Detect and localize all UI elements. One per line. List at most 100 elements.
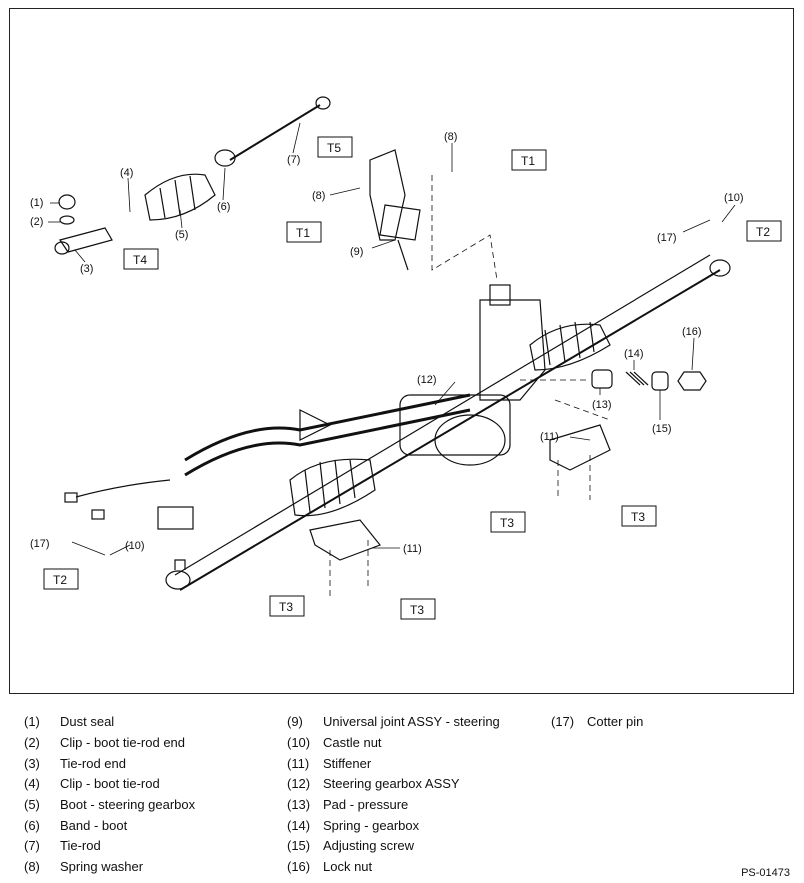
tie-rod-end-body xyxy=(59,227,113,253)
connector-left xyxy=(64,492,78,503)
callout-8-upper: (8) xyxy=(444,131,457,143)
callout-11-left: (11) xyxy=(403,543,422,555)
callout-5: (5) xyxy=(175,229,188,241)
legend-item: (14)Spring - gearbox xyxy=(287,818,420,833)
diagram-frame xyxy=(9,8,794,694)
left-tie-rod-end xyxy=(165,570,191,590)
right-boot-ribs xyxy=(544,321,595,366)
left-boot-ribs xyxy=(304,459,356,513)
svg-text:T4: T4 xyxy=(133,253,147,267)
parts-legend: (1)Dust seal (2)Clip - boot tie-rod end … xyxy=(0,708,804,883)
legend-item: (16)Lock nut xyxy=(287,859,373,874)
legend-item: (15)Adjusting screw xyxy=(287,838,415,853)
callout-16: (16) xyxy=(682,326,702,338)
callout-17-right: (17) xyxy=(657,232,677,244)
pipe-upper xyxy=(184,408,471,477)
universal-joint-body xyxy=(369,149,406,241)
gearbox-body xyxy=(399,394,511,456)
torque-box-t3-c: T3 xyxy=(269,595,305,617)
legend-item: (5)Boot - steering gearbox xyxy=(24,797,196,812)
tie-rod-shaft xyxy=(229,104,321,161)
legend-item: (9)Universal joint ASSY - steering xyxy=(287,714,500,729)
clip-tie-rod-end xyxy=(59,215,75,225)
callout-10-right: (10) xyxy=(724,192,744,204)
figure-code: PS-01473 xyxy=(741,867,790,879)
right-tie-rod-end xyxy=(709,259,731,277)
legend-item: (11)Stiffener xyxy=(287,756,372,771)
callout-8-lower: (8) xyxy=(312,190,325,202)
gearbox-spring xyxy=(625,371,649,386)
legend-item: (17)Cotter pin xyxy=(551,714,644,729)
svg-text:T3: T3 xyxy=(279,600,293,614)
callout-12: (12) xyxy=(417,374,437,386)
callout-9: (9) xyxy=(350,246,363,258)
callout-4: (4) xyxy=(120,167,133,179)
legend-item: (12)Steering gearbox ASSY xyxy=(287,776,460,791)
gearbox-housing xyxy=(479,299,546,401)
callout-14: (14) xyxy=(624,348,644,360)
torque-box-t3-d: T3 xyxy=(400,598,436,620)
svg-text:T5: T5 xyxy=(327,141,341,155)
torque-box-t2-left: T2 xyxy=(43,568,79,590)
callout-3: (3) xyxy=(80,263,93,275)
boot-steering-gearbox xyxy=(144,173,216,221)
legend-item: (4)Clip - boot tie-rod xyxy=(24,776,160,791)
left-tie-rod-stud xyxy=(174,559,186,570)
torque-box-t1-upper: T1 xyxy=(511,149,547,171)
legend-item: (13)Pad - pressure xyxy=(287,797,409,812)
guide-lines xyxy=(329,175,611,600)
right-boot xyxy=(529,323,611,371)
callout-13: (13) xyxy=(592,399,612,411)
leader-lines xyxy=(48,122,736,556)
right-stiffener xyxy=(549,424,611,471)
torque-box-t1-lower: T1 xyxy=(286,221,322,243)
callout-6: (6) xyxy=(217,201,230,213)
harness-box xyxy=(157,506,194,530)
svg-text:T1: T1 xyxy=(521,154,535,168)
callout-1: (1) xyxy=(30,197,43,209)
pressure-pad xyxy=(591,369,613,389)
left-stiffener xyxy=(309,519,381,561)
harness-wire xyxy=(75,479,171,498)
legend-item: (7)Tie-rod xyxy=(24,838,101,853)
callout-10-left: (10) xyxy=(125,540,145,552)
svg-text:T2: T2 xyxy=(53,573,67,587)
torque-box-t3-a: T3 xyxy=(490,511,526,533)
torque-box-t5: T5 xyxy=(317,136,353,158)
svg-text:T3: T3 xyxy=(410,603,424,617)
svg-text:T3: T3 xyxy=(631,510,645,524)
torque-box-t3-b: T3 xyxy=(621,505,657,527)
legend-item: (6)Band - boot xyxy=(24,818,128,833)
connector-mid xyxy=(91,509,105,520)
callout-11-right: (11) xyxy=(540,431,559,443)
exploded-view-drawing: (1) (2) (3) (4) (5) (6) (7) (8) (8) (9) … xyxy=(30,96,782,620)
callout-2: (2) xyxy=(30,216,43,228)
tie-rod-ball xyxy=(315,96,331,110)
pipe-lower xyxy=(184,393,471,462)
legend-item: (8)Spring washer xyxy=(24,859,144,874)
gearbox-valve-body xyxy=(434,414,506,466)
torque-box-t4: T4 xyxy=(123,248,159,270)
torque-box-t2-right: T2 xyxy=(746,220,782,242)
legend-item: (3)Tie-rod end xyxy=(24,756,126,771)
left-boot xyxy=(289,458,376,517)
callout-labels: (1) (2) (3) (4) (5) (6) (7) (8) (8) (9) … xyxy=(30,131,744,555)
svg-text:T2: T2 xyxy=(756,225,770,239)
boot-ribs xyxy=(159,175,196,219)
svg-text:T3: T3 xyxy=(500,516,514,530)
callout-17-left: (17) xyxy=(30,538,50,550)
universal-joint-shaft xyxy=(397,239,409,271)
pipe-bracket xyxy=(299,409,332,441)
lock-nut xyxy=(677,371,707,391)
callout-15: (15) xyxy=(652,423,672,435)
callout-7: (7) xyxy=(287,154,300,166)
adjusting-screw xyxy=(651,371,669,391)
dust-seal xyxy=(58,194,76,210)
gearbox-input-shaft xyxy=(489,284,511,306)
tie-rod-end-ball xyxy=(54,241,70,255)
rack-bar xyxy=(179,269,721,591)
universal-joint-yoke xyxy=(379,204,421,241)
svg-text:T1: T1 xyxy=(296,226,310,240)
legend-item: (2)Clip - boot tie-rod end xyxy=(24,735,186,750)
legend-item: (10)Castle nut xyxy=(287,735,382,750)
